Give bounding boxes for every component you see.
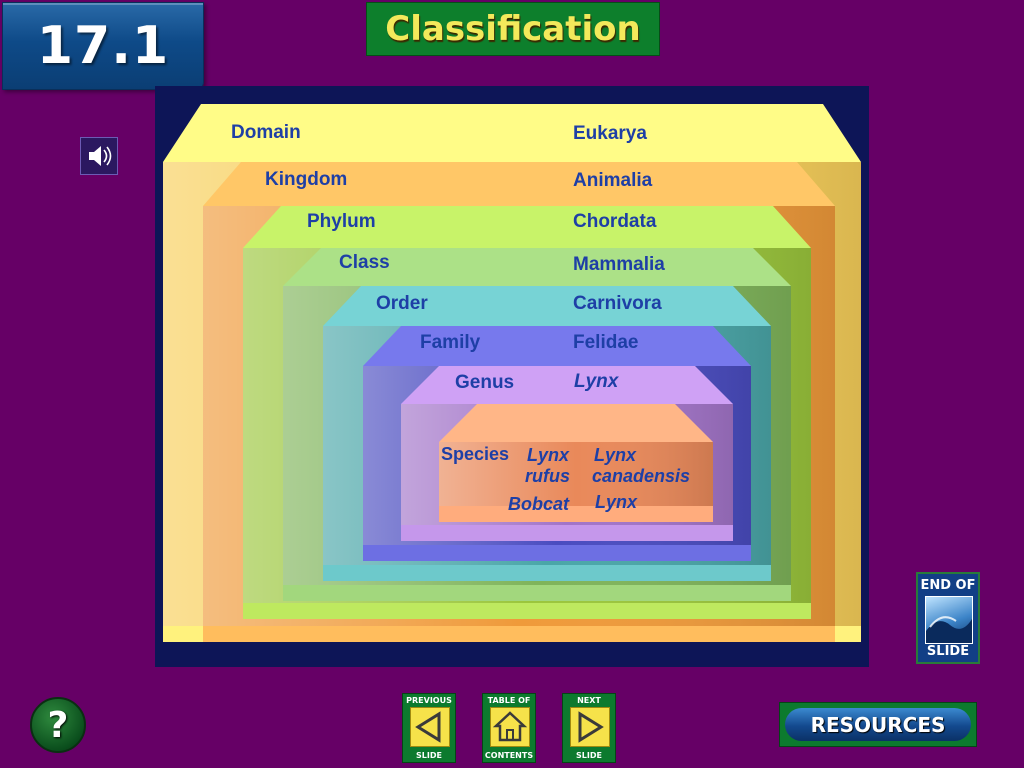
taxon-label-phylum: Chordata: [573, 211, 657, 232]
help-button[interactable]: ?: [30, 697, 86, 753]
taxon-label-class: Mammalia: [573, 254, 665, 275]
end-of-slide-top-label: END OF: [920, 578, 976, 593]
table-of-contents-button[interactable]: TABLE OF CONTENTS: [482, 693, 536, 763]
slide-title: Classification: [366, 2, 660, 56]
species-lynx-genus: Lynx: [594, 445, 637, 465]
next-slide-bottom-label: SLIDE: [576, 751, 602, 760]
nested-boxes-diagram: [163, 104, 861, 642]
previous-slide-bottom-label: SLIDE: [416, 751, 442, 760]
toc-bottom-label: CONTENTS: [484, 751, 534, 760]
next-slide-top-label: NEXT: [577, 696, 601, 705]
taxon-label-domain: Eukarya: [573, 123, 647, 144]
species-bobcat-common: Bobcat: [508, 494, 570, 514]
rank-label-class: Class: [339, 252, 390, 273]
taxon-label-kingdom: Animalia: [573, 170, 653, 191]
rank-label-domain: Domain: [231, 122, 301, 143]
rank-label-order: Order: [376, 293, 428, 314]
question-mark-icon: ?: [47, 704, 69, 746]
right-arrow-icon: [570, 707, 610, 747]
previous-slide-top-label: PREVIOUS: [406, 696, 452, 705]
level-box-species: [439, 404, 713, 522]
left-arrow-icon: [410, 707, 450, 747]
toc-top-label: TABLE OF: [487, 696, 531, 705]
rank-label-genus: Genus: [455, 372, 515, 393]
species-bobcat-genus: Lynx: [527, 445, 570, 465]
resources-button[interactable]: RESOURCES: [779, 702, 977, 747]
resources-label: RESOURCES: [785, 708, 971, 741]
rank-label-phylum: Phylum: [307, 211, 376, 232]
next-slide-button[interactable]: NEXT SLIDE: [562, 693, 616, 763]
taxon-label-genus: Lynx: [574, 371, 619, 392]
species-lynx-epithet: canadensis: [592, 466, 691, 486]
taxon-label-order: Carnivora: [573, 293, 662, 314]
end-of-slide-button[interactable]: END OF SLIDE: [916, 572, 980, 664]
species-lynx-common: Lynx: [595, 492, 638, 512]
classification-diagram: Domain Kingdom Phylum Class Order Family…: [155, 86, 869, 667]
rank-label-family: Family: [420, 332, 481, 353]
ocean-wave-icon: [925, 596, 973, 644]
audio-button[interactable]: [80, 137, 118, 175]
taxon-label-family: Felidae: [573, 332, 639, 353]
end-of-slide-bottom-label: SLIDE: [926, 644, 970, 659]
species-bobcat-epithet: rufus: [525, 466, 570, 486]
rank-label-species: Species: [441, 444, 510, 464]
rank-label-kingdom: Kingdom: [265, 169, 348, 190]
speaker-icon: [89, 146, 112, 166]
section-number: 17.1: [2, 2, 204, 90]
previous-slide-button[interactable]: PREVIOUS SLIDE: [402, 693, 456, 763]
home-icon: [490, 707, 530, 747]
